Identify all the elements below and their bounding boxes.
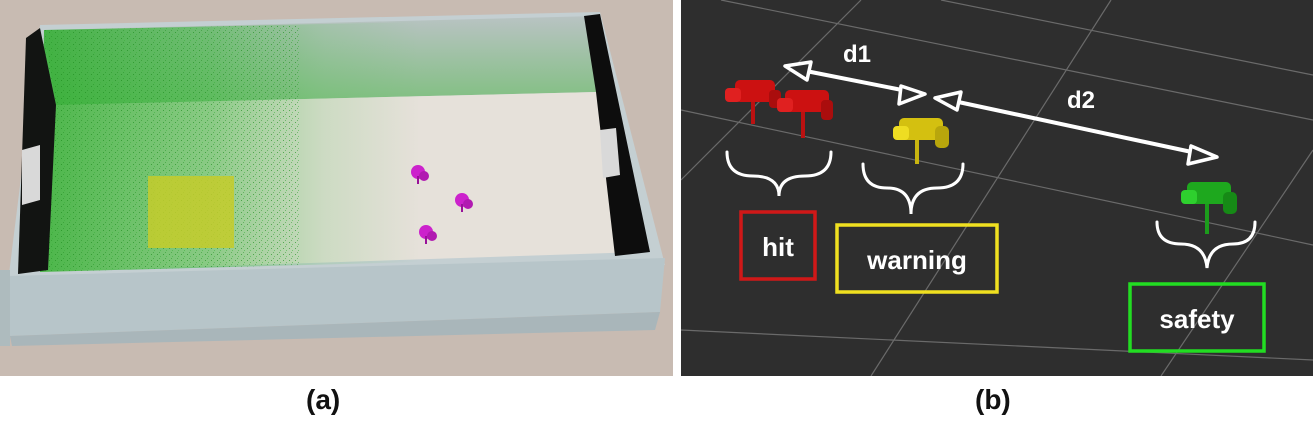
distance-arrows [800, 68, 1202, 156]
state-warning-box: warning [835, 223, 999, 294]
robot-icon [893, 118, 949, 164]
distance-threshold-panel: d1 d2 hit warning safety [681, 0, 1313, 376]
arrow-head-icon [897, 84, 927, 106]
state-warning-label: warning [866, 245, 967, 275]
arrow-head-icon [933, 90, 963, 112]
arrow-head-icon [1186, 144, 1219, 166]
target-zone [148, 176, 234, 248]
state-safety-label: safety [1159, 304, 1235, 334]
brace-icon [725, 150, 1257, 269]
robot-icon [1181, 182, 1237, 234]
panel-b-caption: (b) [975, 384, 1011, 415]
distance-label-d2: d2 [1067, 87, 1095, 114]
robot-icon [419, 225, 437, 244]
panel-a-caption: (a) [306, 384, 341, 415]
arrow-head-icon [783, 60, 813, 82]
robot-icon [777, 90, 833, 138]
threshold-scene: d1 d2 hit warning safety [681, 0, 1313, 376]
robot-icon [411, 165, 429, 184]
state-hit-label: hit [762, 232, 794, 262]
robot-icon [455, 193, 473, 212]
front-wall [8, 258, 665, 336]
ground-grid [681, 0, 1313, 376]
room-scene [0, 0, 673, 376]
distance-label-d1: d1 [843, 41, 871, 68]
state-hit-box: hit [739, 210, 817, 281]
simulation-room-panel [0, 0, 673, 376]
right-wall-shadow [584, 14, 650, 256]
robot-icon [725, 80, 781, 124]
state-safety-box: safety [1128, 282, 1266, 353]
